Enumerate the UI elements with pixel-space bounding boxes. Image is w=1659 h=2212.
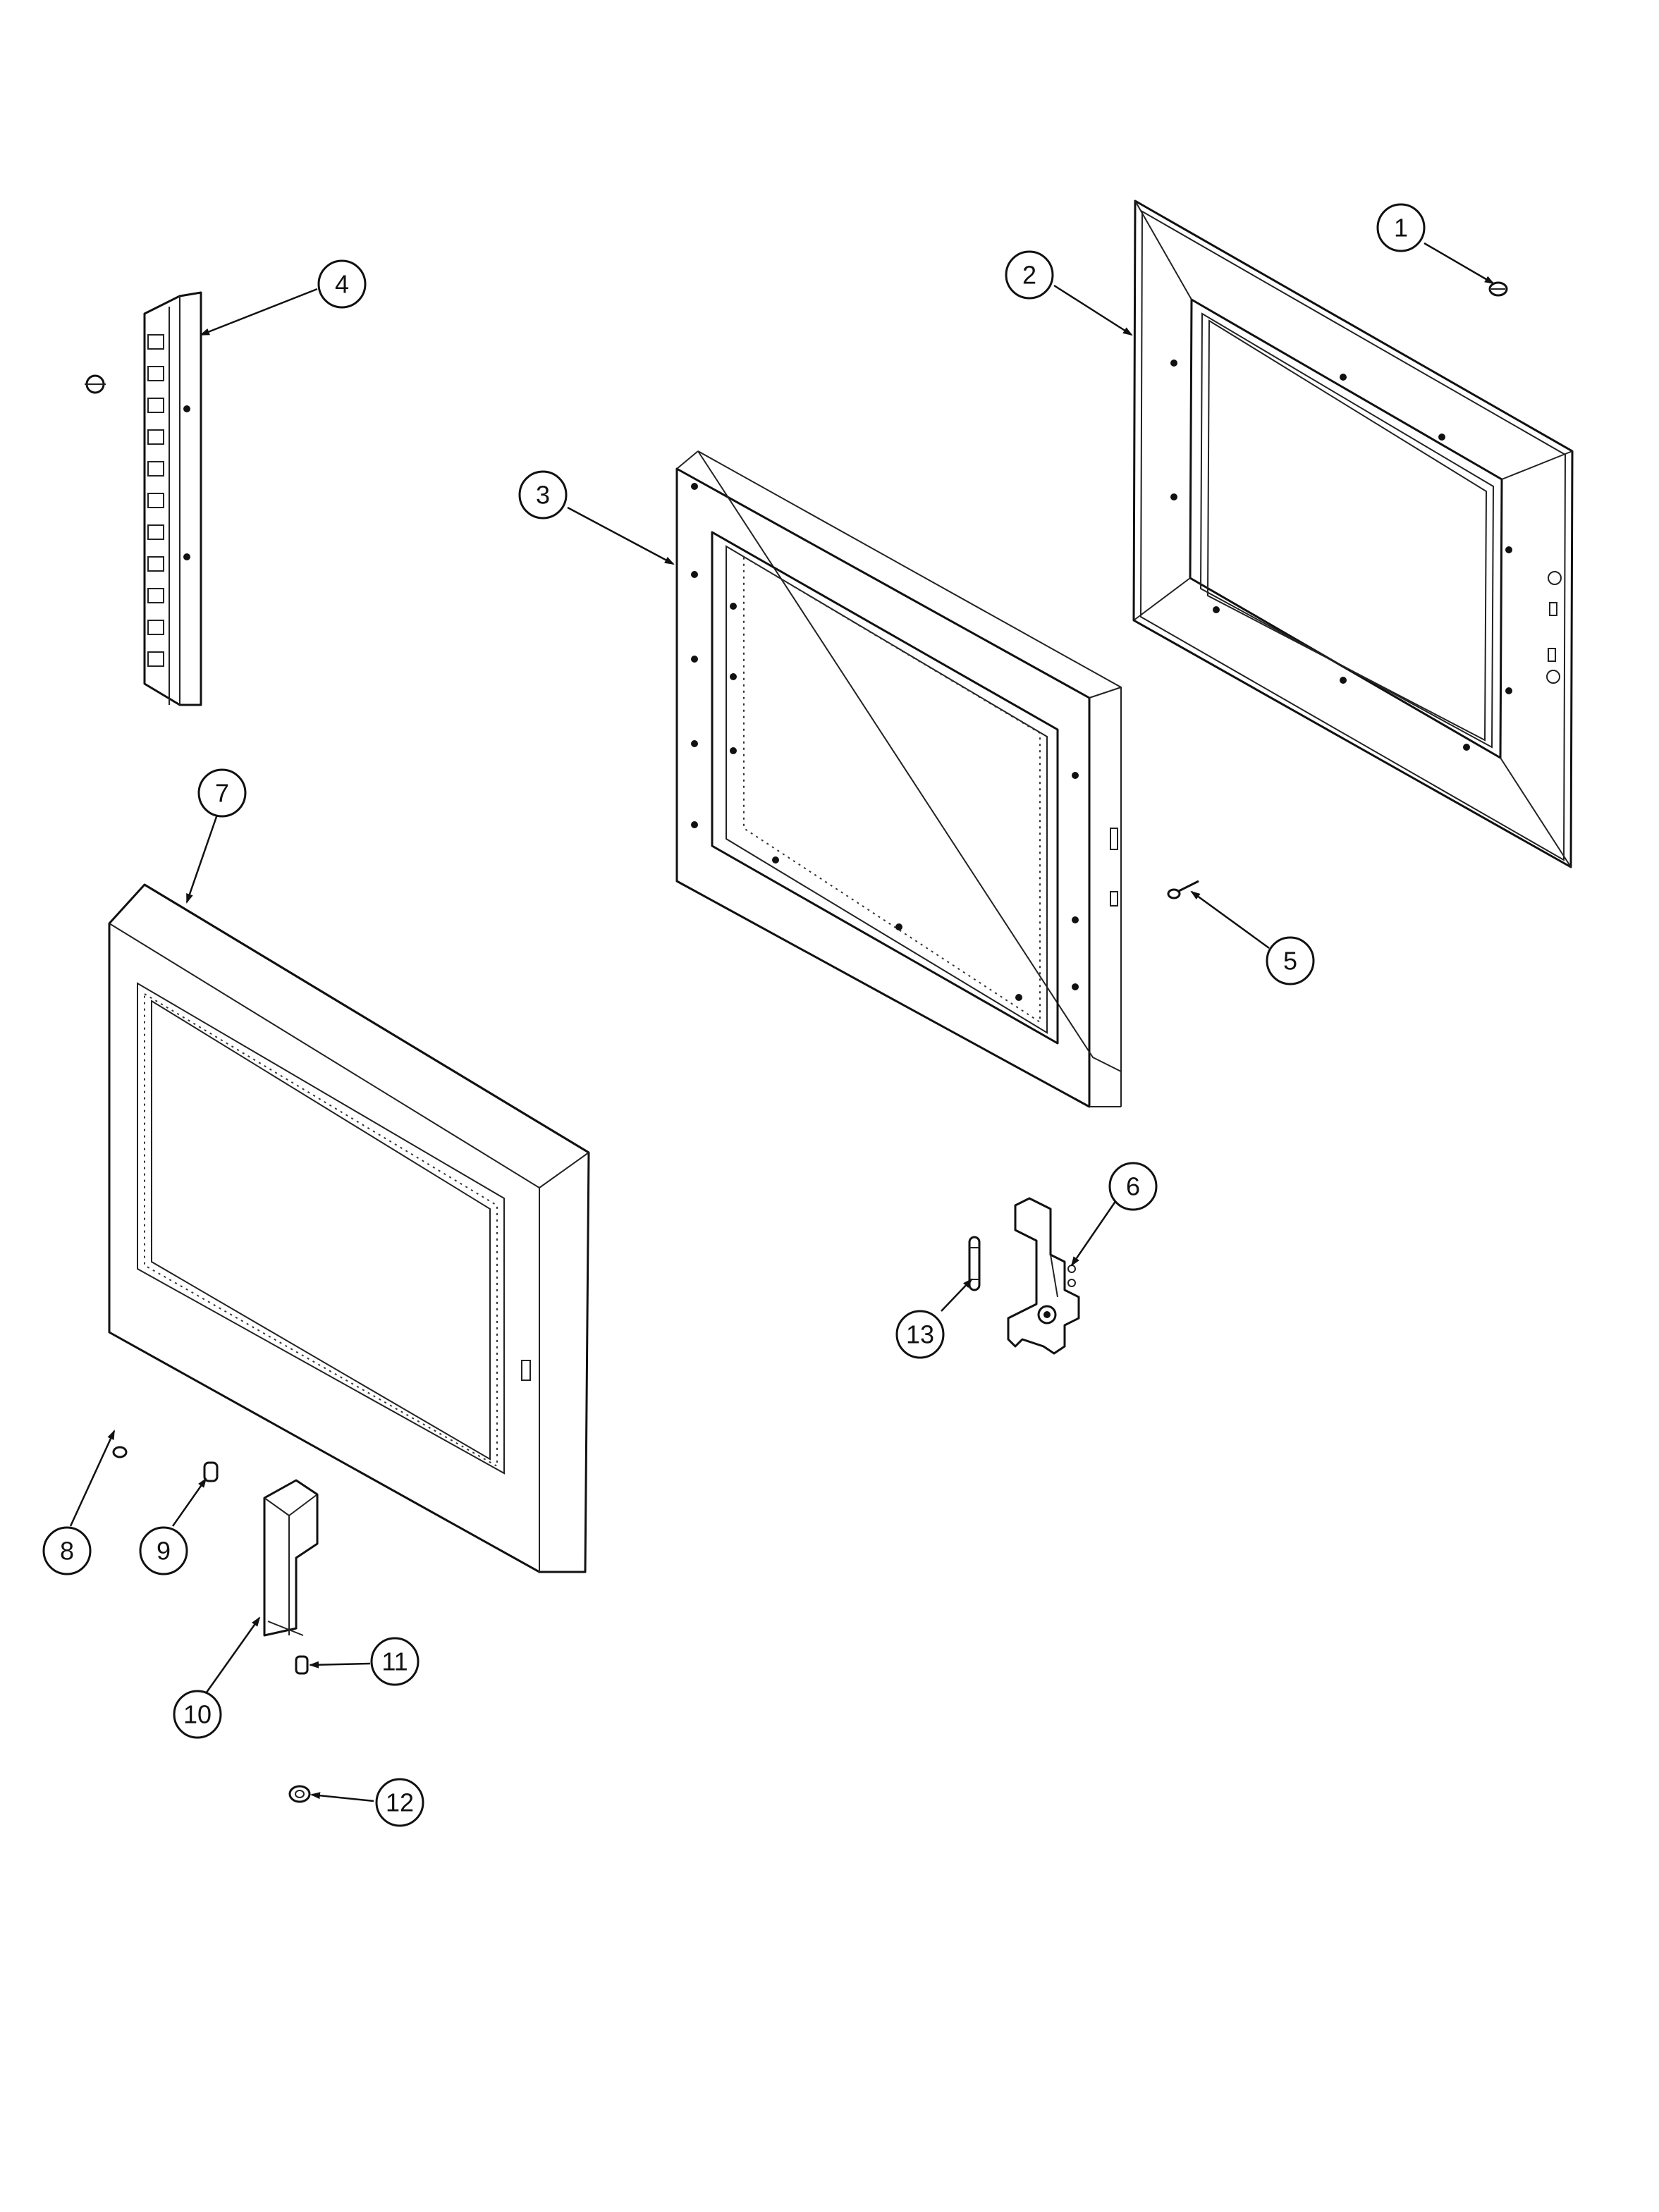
- leader-lines: [69, 242, 1495, 1802]
- part-1-screw: [1488, 281, 1508, 297]
- callout-7-label: 7: [215, 779, 229, 808]
- part-3-inner-door-frame: [675, 450, 1122, 1108]
- callout-11-label: 11: [381, 1647, 408, 1676]
- callout-2: 2: [1005, 250, 1054, 300]
- part-2-outer-trim-frame: [1132, 199, 1574, 868]
- callout-6: 6: [1108, 1162, 1158, 1211]
- callout-4: 4: [317, 259, 367, 309]
- callout-4-label: 4: [335, 270, 349, 299]
- part-4-hinge-bracket: [143, 291, 202, 706]
- part-5-pin: [1167, 880, 1199, 899]
- callout-5-label: 5: [1283, 947, 1297, 976]
- part-8-screw: [112, 1446, 128, 1458]
- callout-10: 10: [173, 1690, 222, 1739]
- callout-3: 3: [518, 470, 568, 520]
- part-4-screw: [85, 374, 106, 394]
- part-10-handle: [263, 1479, 319, 1637]
- callout-12: 12: [375, 1778, 424, 1827]
- callout-8-label: 8: [60, 1537, 74, 1566]
- part-11-screw: [295, 1655, 309, 1675]
- part-6-latch-assembly: [1007, 1197, 1080, 1355]
- part-12-washer: [288, 1785, 311, 1803]
- part-9-screw: [203, 1461, 219, 1482]
- callout-8: 8: [42, 1526, 92, 1575]
- callout-9-label: 9: [157, 1537, 171, 1566]
- part-7-door-panel: [108, 883, 590, 1573]
- callout-1-label: 1: [1394, 214, 1408, 242]
- callout-3-label: 3: [536, 481, 550, 510]
- callout-12-label: 12: [386, 1788, 414, 1817]
- callout-13: 13: [895, 1310, 945, 1359]
- callout-5: 5: [1266, 936, 1315, 985]
- callout-9: 9: [139, 1526, 188, 1575]
- callout-6-label: 6: [1126, 1172, 1140, 1201]
- callout-13-label: 13: [906, 1320, 934, 1349]
- callout-2-label: 2: [1022, 261, 1036, 290]
- callout-1: 1: [1376, 203, 1426, 252]
- callout-11: 11: [370, 1637, 420, 1686]
- part-13-spring: [968, 1236, 981, 1291]
- callout-10-label: 10: [183, 1700, 212, 1729]
- callout-7: 7: [197, 768, 247, 818]
